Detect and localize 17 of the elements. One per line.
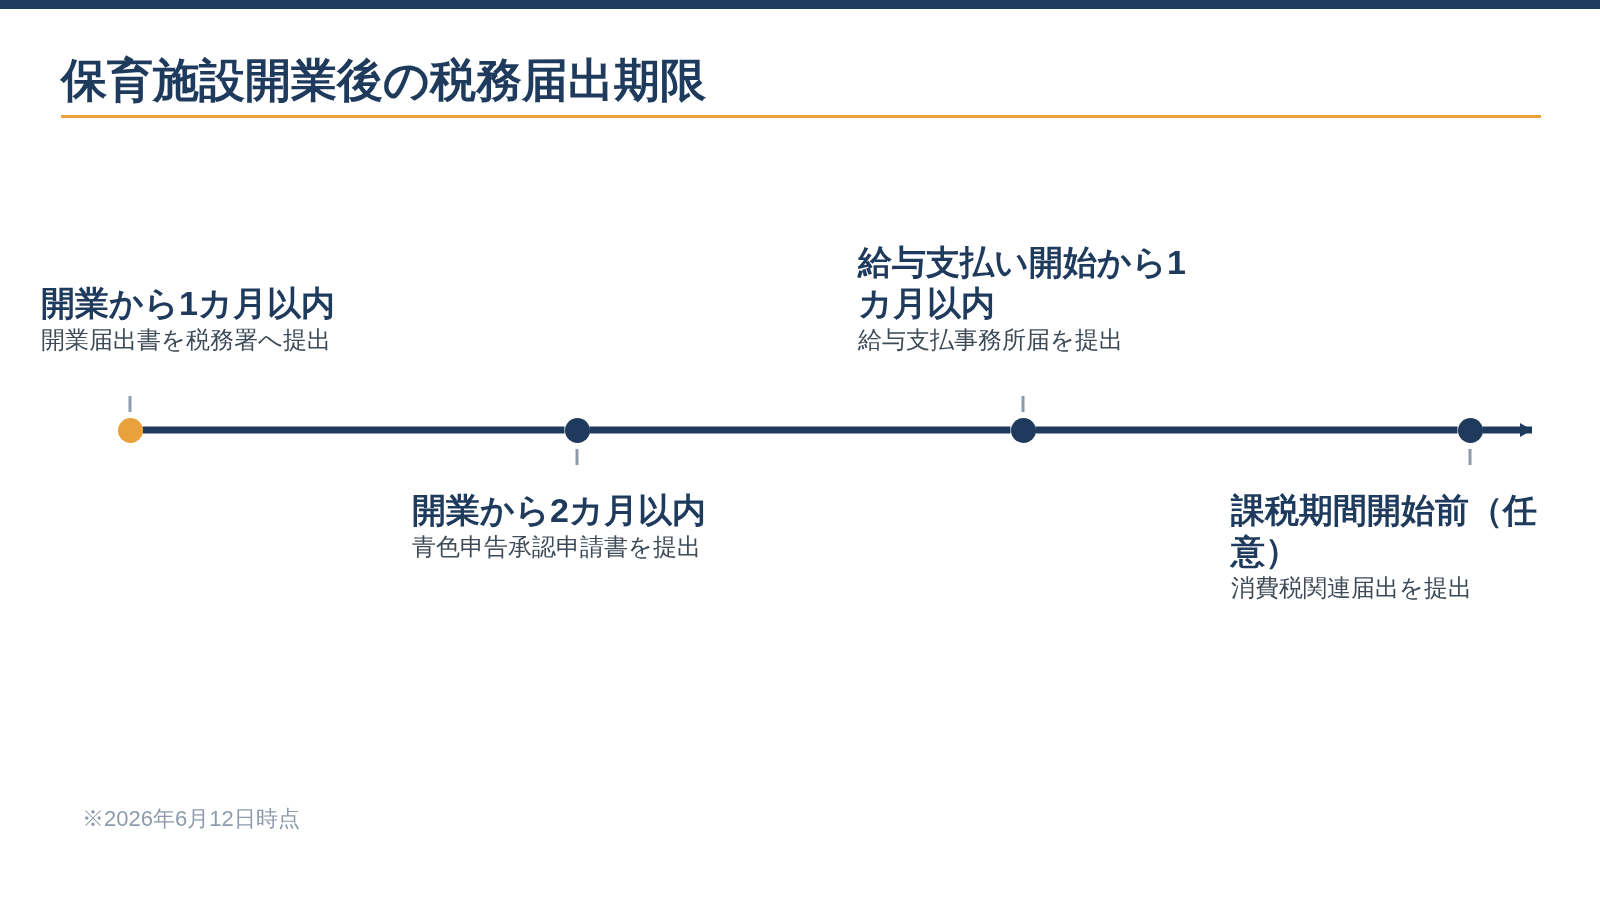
connector-line (1035, 426, 1458, 434)
milestone-description: 給与支払事務所届を提出 (858, 325, 1124, 355)
footnote: ※2026年6月12日時点 (82, 805, 300, 833)
milestone-heading: 課税期間開始前（任意） (1231, 490, 1538, 572)
milestone-description: 青色申告承認申請書を提出 (412, 532, 702, 562)
connector-line (142, 426, 565, 434)
milestone-dot (117, 417, 143, 443)
milestone-heading: 開業から1カ月以内 (41, 283, 336, 324)
milestone-dot (1010, 417, 1036, 443)
milestone-description: 開業届出書を税務署へ提出 (41, 325, 332, 355)
title: 保育施設開業後の税務届出期限 (61, 53, 706, 108)
milestone-heading: 給与支払い開始から1カ月以内 (858, 242, 1187, 324)
milestone-heading: 開業から2カ月以内 (412, 490, 707, 531)
milestone-dot (1457, 417, 1483, 443)
milestone-dot (564, 417, 590, 443)
milestone-description: 消費税関連届出を提出 (1231, 573, 1473, 603)
connector-line (589, 426, 1011, 434)
